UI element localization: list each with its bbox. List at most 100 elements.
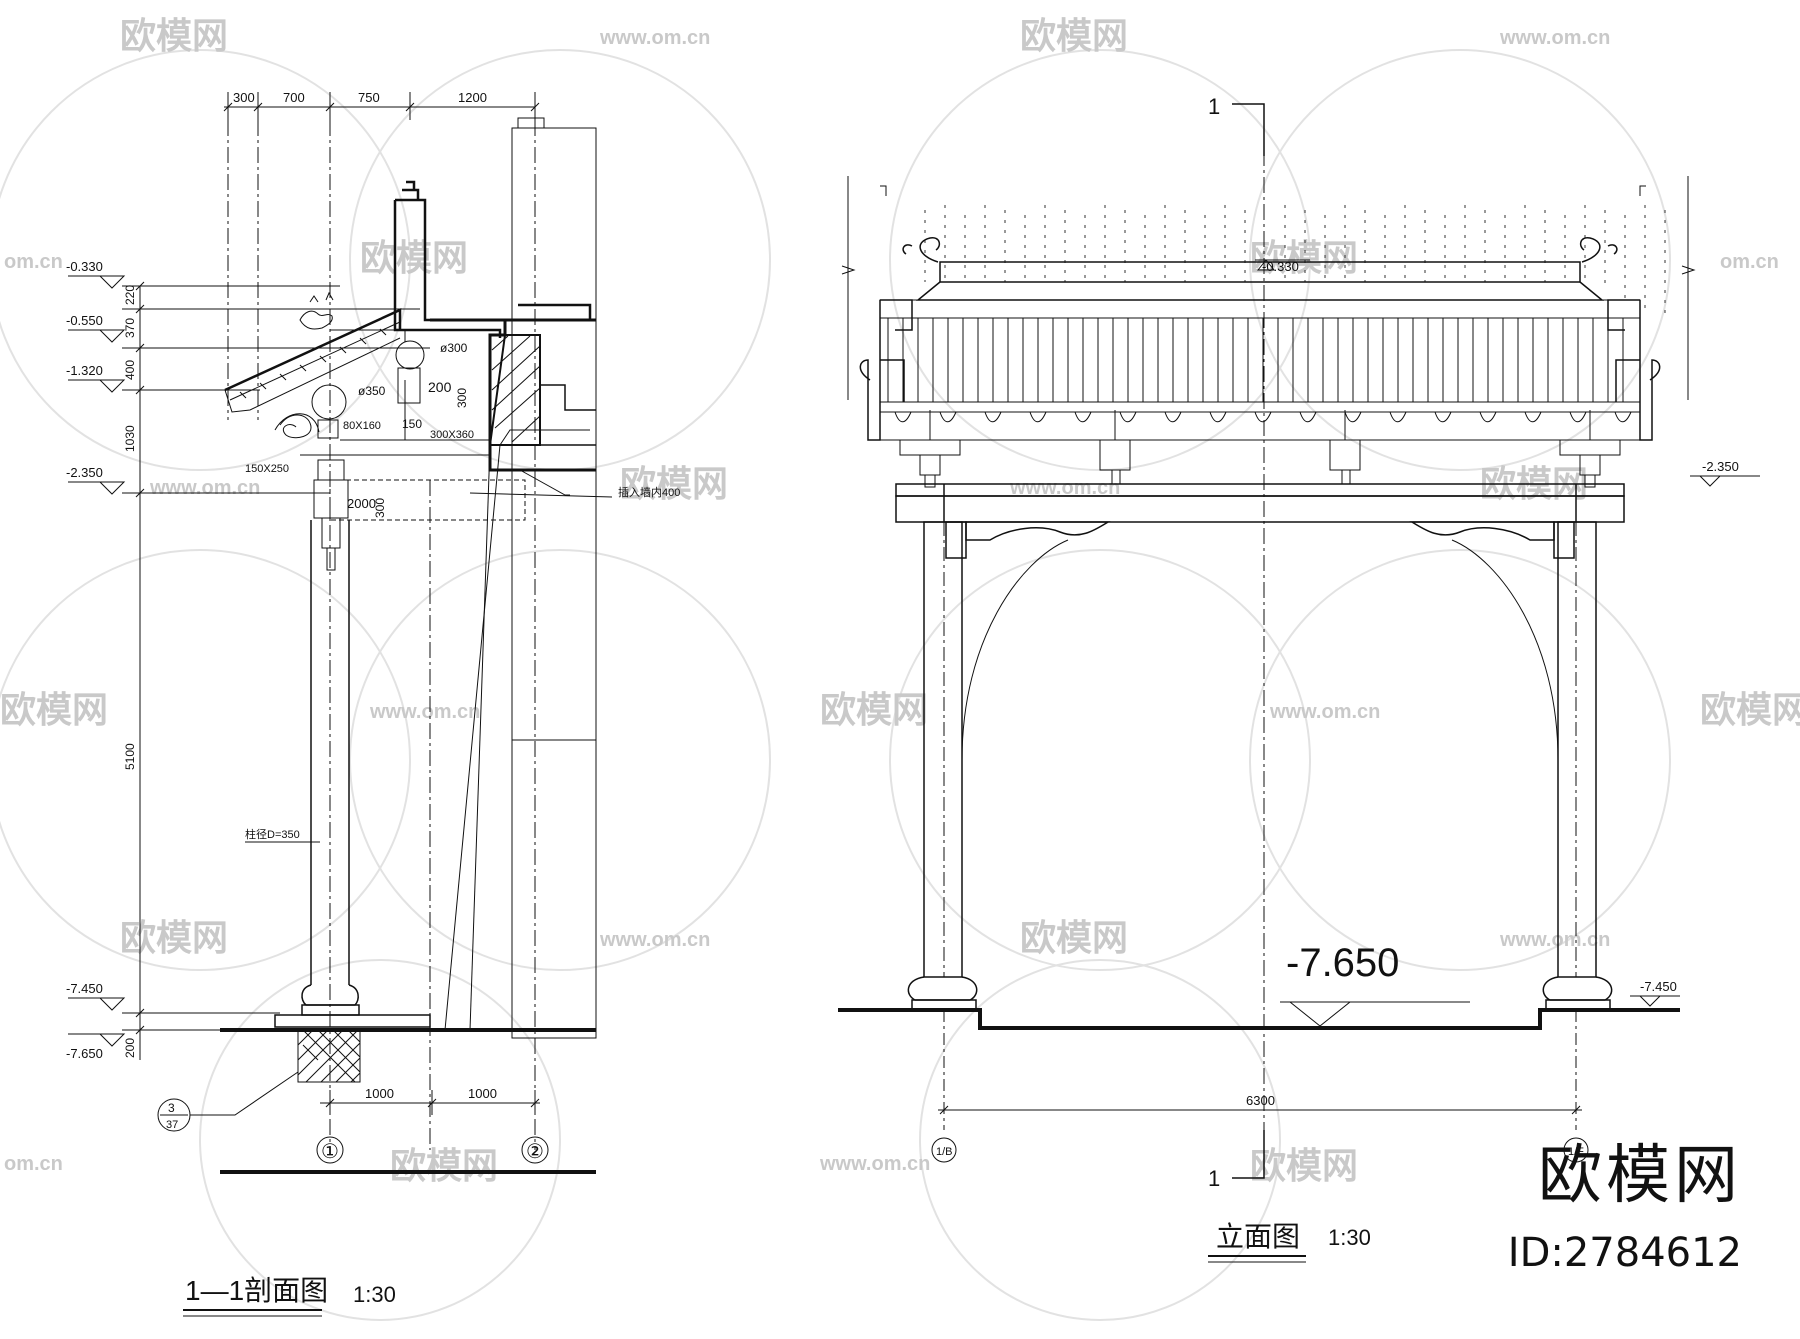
dimension-1030: 1030 <box>123 425 137 452</box>
watermark-url: www.om.cn <box>1269 701 1380 723</box>
axis-label-1b: 1/B <box>936 1146 953 1158</box>
dimension-220: 220 <box>123 285 137 305</box>
axis-label-1f: 1/F <box>1568 1146 1584 1158</box>
level-label: -7.650 <box>66 1046 103 1061</box>
brand-logo-text: 欧模网 <box>1538 1139 1742 1213</box>
dimension-200-label: 200 <box>428 379 452 395</box>
detail-reference-sheet: 37 <box>166 1119 178 1131</box>
purlin-350-label: ø350 <box>358 384 386 398</box>
axis-bubble-1f <box>1563 1137 1589 1163</box>
level-label: -0.330 <box>66 259 103 274</box>
elevation-scale: 1:30 <box>1328 1225 1371 1250</box>
watermark-url: www.om.cn <box>369 701 480 723</box>
elevation-level-label: -7.450 <box>1640 979 1677 994</box>
column <box>274 520 431 1028</box>
roof-slope <box>224 291 402 413</box>
watermark-url: www.om.cn <box>1009 477 1120 499</box>
arch-opening <box>961 539 1559 977</box>
section-title: 1—1剖面图 <box>185 1275 328 1306</box>
watermark-layer: 欧模网 www.om.cn 欧模网 www.om.cn 欧模网 om.cn 欧模… <box>0 15 1800 1321</box>
purlin-350 <box>311 384 347 420</box>
dimension-300: 300 <box>233 90 255 105</box>
main-beam <box>895 483 1625 559</box>
watermark-url: www.om.cn <box>149 477 260 499</box>
axis-bubble-2 <box>521 1136 549 1164</box>
elevation-level-label: -2.350 <box>1702 459 1739 474</box>
axis-bubble-1b <box>931 1137 957 1163</box>
dimension-400: 400 <box>123 360 137 380</box>
beam-hatch <box>488 334 590 446</box>
wall <box>511 117 597 1039</box>
column-head <box>313 459 349 571</box>
dimension-2000-label: 2000 <box>347 496 376 511</box>
watermark-brand: 欧模网 <box>1020 917 1128 958</box>
axis-label-1: ① <box>321 1141 339 1163</box>
purlins <box>274 329 425 440</box>
watermark-url: www.om.cn <box>1499 27 1610 49</box>
watermark-brand: 欧模网 <box>360 237 468 278</box>
level-label: -2.350 <box>66 465 103 480</box>
top-dimension-chain <box>223 92 540 120</box>
dimension-700: 700 <box>283 90 305 105</box>
detail-reference-number: 3 <box>168 1101 175 1115</box>
elevation-level-label: -0.330 <box>1262 259 1299 274</box>
elevation-drawing: 1 1 <box>838 94 1760 1263</box>
member-80x160-label: 80X160 <box>343 420 381 432</box>
section-scale: 1:30 <box>353 1282 396 1307</box>
watermark-brand: 欧模网 <box>620 463 728 504</box>
section-cut-marks <box>1232 103 1265 1179</box>
watermark-url: om.cn <box>4 1153 63 1175</box>
watermark-brand: 欧模网 <box>1250 237 1358 278</box>
brackets <box>899 410 1621 488</box>
level-label: -1.320 <box>66 363 103 378</box>
level-markers <box>68 275 126 1047</box>
watermark-brand: 欧模网 <box>1020 15 1128 56</box>
elevation-levels <box>1255 259 1760 1027</box>
watermark-brand: 欧模网 <box>390 1145 498 1186</box>
dimension-1000: 1000 <box>365 1086 394 1101</box>
break-lines <box>841 176 1696 400</box>
roof-ridge <box>393 180 592 338</box>
dimension-750: 750 <box>358 90 380 105</box>
watermark-brand: 欧模网 <box>120 15 228 56</box>
watermark-url: www.om.cn <box>819 1153 930 1175</box>
grid-lines <box>227 120 536 1150</box>
dimension-300c-label: 300 <box>373 498 387 518</box>
eave-corners <box>859 299 1661 441</box>
watermark-url: www.om.cn <box>1499 929 1610 951</box>
foliage-pattern <box>924 205 1666 320</box>
watermark-brand: 欧模网 <box>1700 689 1800 730</box>
watermark-url: om.cn <box>4 251 63 273</box>
model-id: ID:2784612 <box>1507 1230 1742 1276</box>
dimension-200: 200 <box>123 1038 137 1058</box>
axis-bubble-1 <box>316 1136 344 1164</box>
watermark-brand: 欧模网 <box>820 689 928 730</box>
dimension-1200: 1200 <box>458 90 487 105</box>
dimension-5100: 5100 <box>123 743 137 770</box>
purlin-300 <box>395 340 425 370</box>
dimension-370: 370 <box>123 318 137 338</box>
floor <box>220 1028 596 1174</box>
dimension-300-label: 300 <box>455 388 469 408</box>
purlin-300-label: ø300 <box>440 341 468 355</box>
column-diameter-label: 柱径D=350 <box>245 827 300 841</box>
left-dimension-chain <box>122 281 430 1060</box>
ceiling <box>300 439 570 1031</box>
watermark-brand: 欧模网 <box>120 917 228 958</box>
floor-level-label: -7.650 <box>1286 941 1399 985</box>
member-150x250-label: 150X250 <box>245 463 289 475</box>
axis-label-2: ② <box>526 1141 544 1163</box>
dimension-1000: 1000 <box>468 1086 497 1101</box>
watermark-url: www.om.cn <box>599 27 710 49</box>
watermark-url: om.cn <box>1720 251 1779 273</box>
dimension-150-label: 150 <box>402 417 422 431</box>
watermark-brand: 欧模网 <box>1250 1145 1358 1186</box>
elevation-floor <box>838 1008 1680 1030</box>
elevation-title: 立面图 <box>1216 1221 1300 1252</box>
level-label: -7.450 <box>66 981 103 996</box>
watermark-brand: 欧模网 <box>0 689 108 730</box>
section-drawing: 300 700 750 1200 <box>66 90 680 1317</box>
level-label: -0.550 <box>66 313 103 328</box>
insert-into-wall-label: 插入墙内400 <box>618 485 680 499</box>
